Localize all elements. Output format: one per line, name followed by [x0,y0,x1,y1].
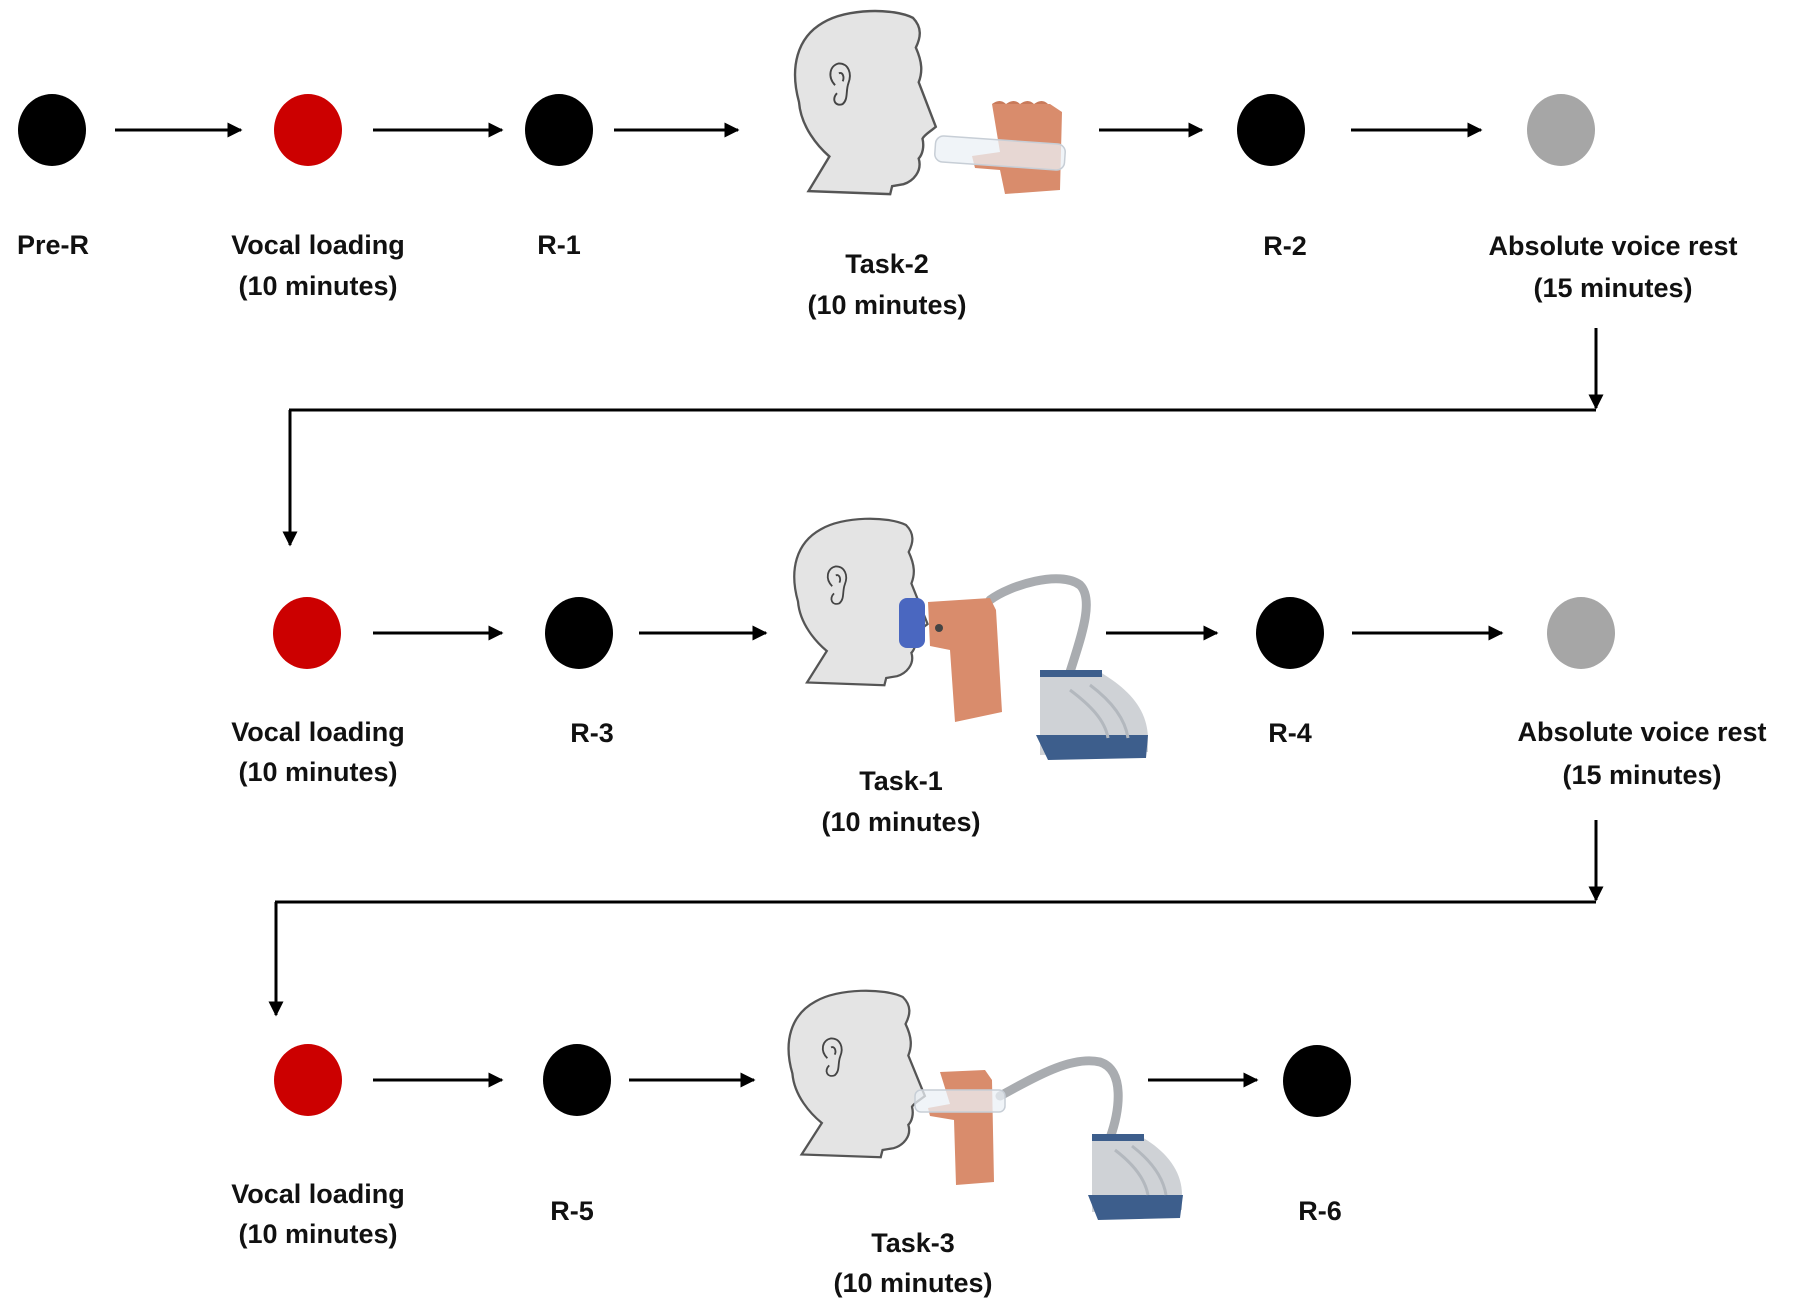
step-vocal-loading-2: Vocal loading (10 minutes) [231,597,405,787]
head-profile-icon [787,989,927,1159]
step-r-6: R-6 [1283,1045,1351,1226]
step-label: R-1 [537,230,581,260]
step-sublabel: (10 minutes) [238,1219,397,1249]
step-label: R-2 [1263,231,1307,261]
step-label: Task-3 [871,1228,955,1258]
step-task-3: Task-3 (10 minutes) [787,989,1183,1298]
step-r-4: R-4 [1256,597,1324,748]
step-sublabel: (10 minutes) [238,757,397,787]
mouthpiece-dot [935,624,943,632]
hand-icon [928,1070,994,1185]
vocal-loading-dot [274,1044,342,1116]
recording-dot [1256,597,1324,669]
head-profile-icon [793,9,938,196]
step-label: Vocal loading [231,717,405,747]
tube-icon [985,574,1091,677]
step-sublabel: (10 minutes) [238,271,397,301]
hand-icon [928,598,1002,722]
mask-icon [899,598,925,648]
step-r-3: R-3 [545,597,614,748]
recording-dot [525,94,593,166]
row-connector-1 [282,328,1604,547]
step-pre-r: Pre-R [17,94,89,260]
straw-tube-icon [914,1089,1006,1113]
vocal-loading-dot [273,597,341,669]
tube-icon [995,1056,1123,1143]
step-rest-2: Absolute voice rest (15 minutes) [1517,597,1767,790]
nebulizer-device-icon [1088,1134,1183,1220]
step-label: Absolute voice rest [1517,717,1766,747]
straw-tube-icon [934,135,1066,171]
voice-rest-dot [1527,94,1595,166]
step-label: Vocal loading [231,230,405,260]
row-3: Vocal loading (10 minutes) R-5 Ta [231,989,1351,1298]
step-sublabel: (10 minutes) [833,1268,992,1298]
step-label: R-6 [1298,1196,1342,1226]
mask-nebulizer-icon [793,517,1148,760]
row-2: Vocal loading (10 minutes) R-3 [231,517,1767,837]
step-r-1: R-1 [525,94,593,260]
step-sublabel: (15 minutes) [1562,760,1721,790]
recording-dot [1283,1045,1351,1117]
step-task-1: Task-1 (10 minutes) [793,517,1148,837]
straw-phonation-hand-icon [793,9,1066,196]
knuckles [992,101,1048,104]
recording-dot [1237,94,1305,166]
step-sublabel: (10 minutes) [821,807,980,837]
step-task-2: Task-2 (10 minutes) [793,9,1066,320]
step-r-5: R-5 [543,1044,611,1226]
step-label: R-5 [550,1196,594,1226]
step-label: Vocal loading [231,1179,405,1209]
recording-dot [18,94,86,166]
step-vocal-loading-1: Vocal loading (10 minutes) [231,94,405,301]
recording-dot [543,1044,611,1116]
vocal-loading-dot [274,94,342,166]
step-vocal-loading-3: Vocal loading (10 minutes) [231,1044,405,1249]
step-sublabel: (15 minutes) [1533,273,1692,303]
step-label: Pre-R [17,230,89,260]
step-rest-1: Absolute voice rest (15 minutes) [1488,94,1738,303]
straw-nebulizer-icon [787,989,1183,1220]
step-r-2: R-2 [1237,94,1307,261]
step-sublabel: (10 minutes) [807,290,966,320]
row-connector-2 [268,820,1604,1017]
step-label: Task-2 [845,249,929,279]
step-label: Absolute voice rest [1488,231,1737,261]
voice-rest-dot [1547,597,1615,669]
nebulizer-device-icon [1036,670,1148,760]
recording-dot [545,597,613,669]
step-label: Task-1 [859,766,943,796]
step-label: R-3 [570,718,614,748]
step-label: R-4 [1268,718,1312,748]
row-1: Pre-R Vocal loading (10 minutes) R-1 Tas… [17,9,1738,320]
